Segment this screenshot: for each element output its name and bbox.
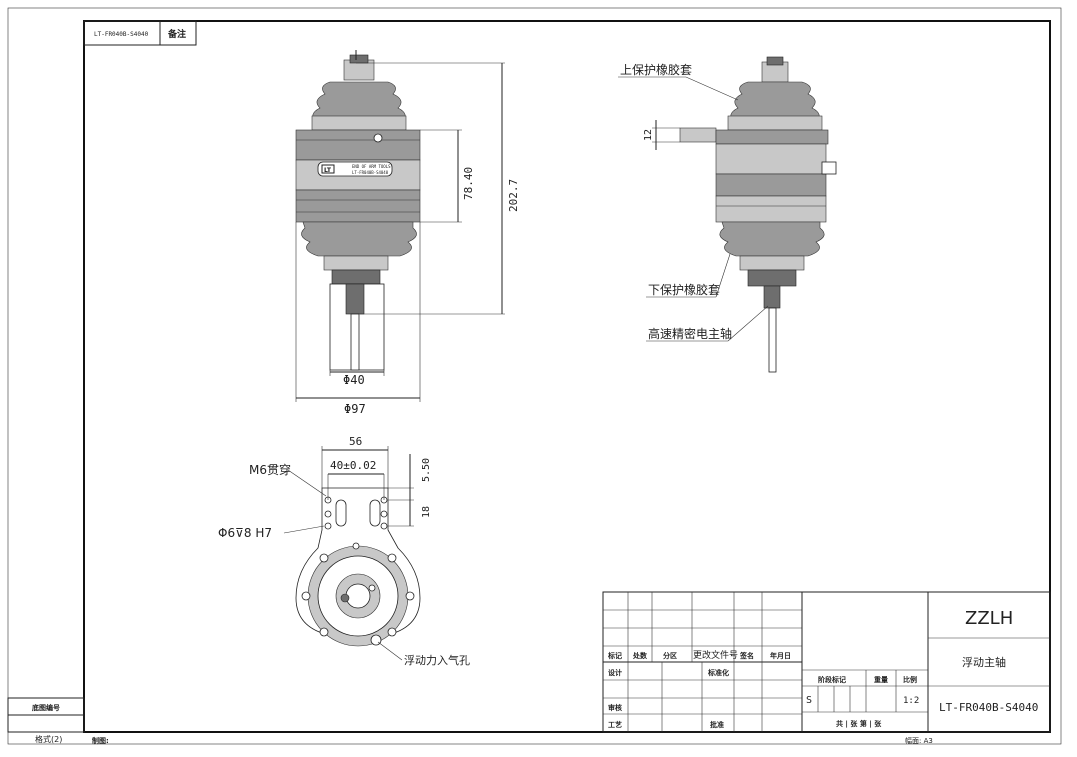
dim-12: 12 [643,129,654,141]
scale-value: 1:2 [903,696,919,706]
scale-label: 比例 [903,675,917,684]
row-design: 设计 [608,668,622,677]
side-view: 12 上保护橡胶套 下保护橡胶套 高速精密电主轴 [618,56,837,373]
format-label: 格式(2) [35,734,62,744]
sheet-outer-border [7,7,1062,745]
dim-phi97: Φ97 [344,402,366,416]
stage-label: 阶段标记 [818,675,846,684]
nameplate-line2: LT-FR040B-S4040 [352,170,389,175]
dim-56: 56 [349,435,362,448]
sheet-count: 共 | 张 第 | 张 [836,719,882,729]
rev-header-2: 处数 [632,651,648,660]
left-margin-table: 底图编号 [7,697,85,733]
stage-value: S [806,695,812,706]
corner-stamp: LT-FR040B-S4040 备注 [83,20,197,46]
stamp-code: LT-FR040B-S4040 [94,31,149,38]
dim-40-tolerance: 40±0.02 [330,459,376,472]
rev-header-5: 签名 [739,651,754,660]
company-name: ZZLH [965,608,1013,629]
dim-78: 78.40 [462,167,475,200]
drawing-number: LT-FR040B-S4040 [939,701,1038,714]
front-view: LT END OF ARM TOOLS LT-FR040B-S4040 78.4… [295,50,520,416]
dim-18: 18 [421,506,432,518]
rev-header-6: 年月日 [770,651,791,660]
front-logo-text: LT [324,167,332,174]
dim-5-50: 5.50 [421,458,432,482]
callout-air-inlet: 浮动力入气孔 [404,653,470,667]
nameplate-line1: END OF ARM TOOLS [352,164,391,169]
callout-m6-thread: M6贯穿 [249,462,291,477]
part-name: 浮动主轴 [962,655,1006,669]
drawn-label: 制图: [92,736,109,745]
callout-upper-boot: 上保护橡胶套 [620,62,692,77]
top-view: 56 40±0.02 5.50 18 M6贯穿 Φ6⊽8 H7 浮动力入气孔 [218,435,470,667]
approve-label: 批准 [710,720,724,729]
callout-pin-hole: Φ6⊽8 H7 [218,526,272,540]
title-block: 标记 处数 分区 更改文件号 签名 年月日 设计 标准化 审核 工艺 批准 阶段… [602,591,1051,733]
old-drawing-label: 底图编号 [32,703,60,712]
row-process: 工艺 [608,720,622,729]
dim-202: 202.7 [507,179,520,212]
standard-label: 标准化 [707,668,729,677]
rev-header-1: 标记 [607,651,622,660]
row-review: 审核 [608,703,622,712]
dim-phi40: Φ40 [343,373,365,387]
rev-header-4: 更改文件号 [693,649,738,661]
callout-lower-boot: 下保护橡胶套 [648,282,720,297]
callout-spindle: 高速精密电主轴 [648,326,732,341]
weight-label: 重量 [874,675,888,684]
rev-header-3: 分区 [663,651,677,660]
drawing-frame [83,20,1051,733]
stamp-label: 备注 [167,28,186,40]
sheet-size-label: 幅面: A3 [905,736,933,745]
